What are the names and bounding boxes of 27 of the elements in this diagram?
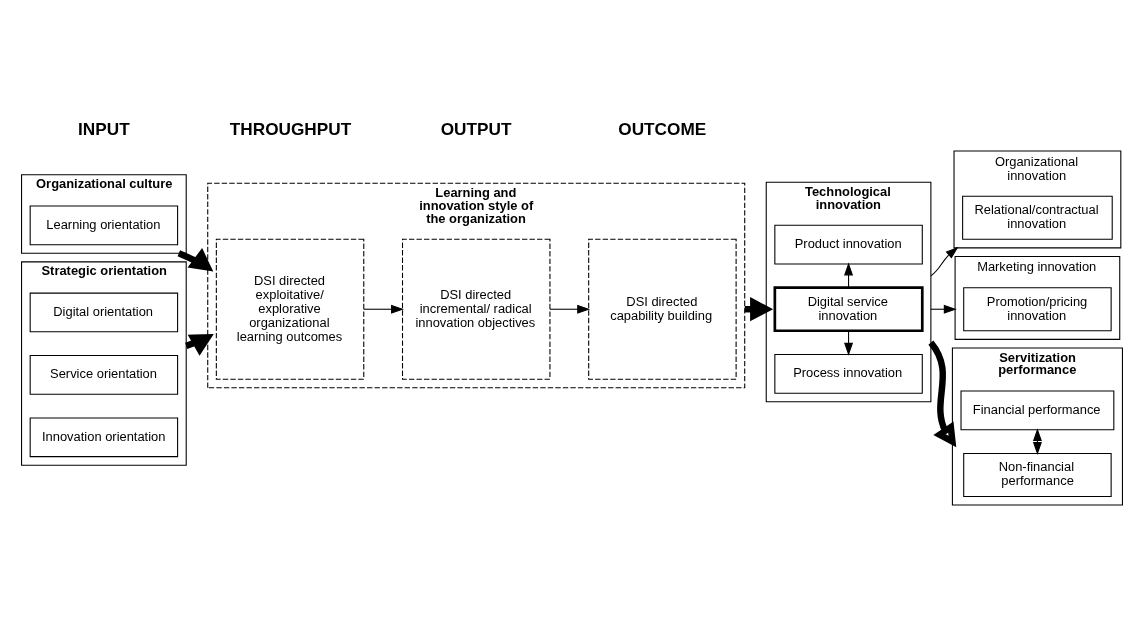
arrow: [185, 333, 214, 356]
arrow: [930, 246, 959, 276]
arrow: [549, 304, 591, 314]
node-box: DSI directed capability building: [588, 238, 737, 380]
arrow: [363, 304, 404, 314]
node-box: Digital service innovation: [773, 285, 924, 332]
arrow: [844, 329, 854, 356]
arrow: [1032, 427, 1042, 455]
node-box: Service orientation: [29, 354, 179, 395]
label: INPUT: [78, 118, 130, 139]
label: OUTPUT: [440, 118, 512, 139]
label: THROUGHPUT: [229, 118, 352, 139]
arrow: [930, 304, 957, 314]
node-box: Non-financial performance: [963, 452, 1112, 497]
label: OUTCOME: [618, 118, 707, 139]
node-box: Process innovation: [774, 353, 923, 394]
node-box: Product innovation: [774, 224, 923, 265]
node-box: Relational/contractual innovation: [962, 195, 1113, 240]
node-box: Innovation orientation: [29, 416, 179, 457]
arrow: [844, 261, 854, 288]
node-box: Financial performance: [960, 389, 1115, 430]
node-box: Promotion/pricing innovation: [963, 286, 1112, 331]
node-box: Digital orientation: [29, 292, 179, 332]
node-box: DSI directed exploitative/ explorative organizational learning outcomes: [215, 238, 365, 380]
node-box: Learning orientation: [29, 204, 179, 245]
arrow: [177, 247, 214, 272]
node-box: DSI directed incremental/ radical innovation objectives: [401, 238, 551, 380]
